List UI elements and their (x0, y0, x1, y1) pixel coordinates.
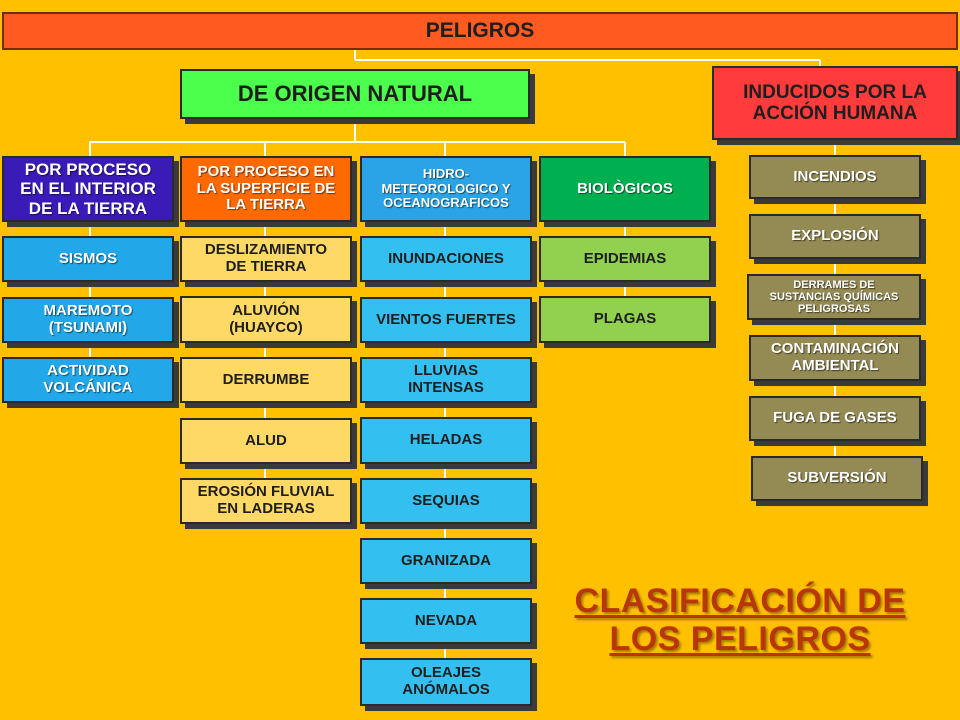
hazard-item: MAREMOTO (TSUNAMI) (2, 297, 174, 343)
human-hazard-item: EXPLOSIÓN (749, 214, 921, 259)
hazard-item: DERRUMBE (180, 357, 352, 403)
hazard-item: INUNDACIONES (360, 236, 532, 282)
category-surface-processes: POR PROCESO EN LA SUPERFICIE DE LA TIERR… (180, 156, 352, 222)
hazard-item: ALUVIÓN (HUAYCO) (180, 296, 352, 343)
hazard-item: ACTIVIDAD VOLCÁNICA (2, 357, 174, 403)
page-title: CLASIFICACIÓN DE LOS PELIGROS (574, 582, 906, 659)
category-biological: BIOLÒGICOS (539, 156, 711, 222)
hazard-item: HELADAS (360, 417, 532, 464)
hazard-item: EPIDEMIAS (539, 236, 711, 282)
category-hydrometeorological: HIDRO- METEOROLOGICO Y OCEANOGRAFICOS (360, 156, 532, 222)
hazard-item: GRANIZADA (360, 538, 532, 584)
hazard-item: ALUD (180, 418, 352, 464)
hazard-item: DESLIZAMIENTO DE TIERRA (180, 236, 352, 282)
hazard-item: EROSIÓN FLUVIAL EN LADERAS (180, 478, 352, 524)
human-hazard-item: SUBVERSIÓN (751, 456, 923, 501)
natural-origin-node: DE ORIGEN NATURAL (180, 69, 530, 119)
hazard-item: OLEAJES ANÓMALOS (360, 658, 532, 706)
human-hazard-item: DERRAMES DE SUSTANCIAS QUÍMICAS PELIGROS… (747, 274, 921, 320)
hazard-item: PLAGAS (539, 296, 711, 343)
hazard-item: NEVADA (360, 598, 532, 644)
human-hazard-item: CONTAMINACIÓN AMBIENTAL (749, 335, 921, 381)
category-internal-processes: POR PROCESO EN EL INTERIOR DE LA TIERRA (2, 156, 174, 222)
human-hazard-item: INCENDIOS (749, 155, 921, 199)
hazard-item: SISMOS (2, 236, 174, 282)
human-hazard-item: FUGA DE GASES (749, 396, 921, 441)
hazard-item: LLUVIAS INTENSAS (360, 357, 532, 403)
root-node-peligros: PELIGROS (2, 12, 958, 50)
human-induced-node: INDUCIDOS POR LA ACCIÓN HUMANA (712, 66, 958, 140)
hazard-item: SEQUIAS (360, 478, 532, 524)
hazard-item: VIENTOS FUERTES (360, 297, 532, 343)
